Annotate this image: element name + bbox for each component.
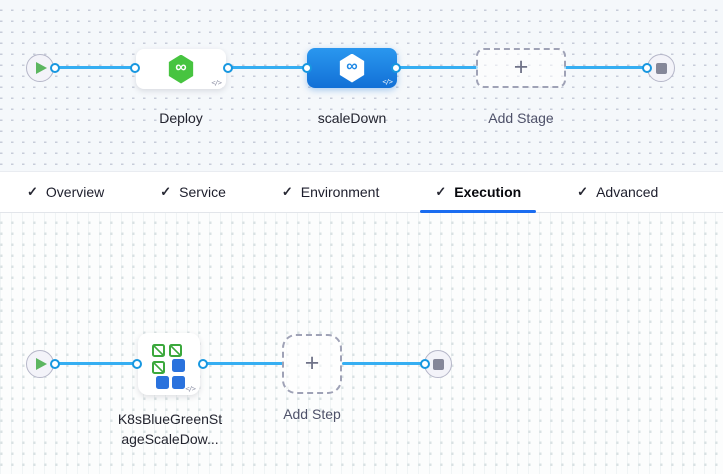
tab-execution[interactable]: ✓ Execution [420, 172, 537, 213]
plus-icon: + [513, 52, 529, 81]
step-label-line1: K8sBlueGreenSt [117, 411, 223, 427]
step-card-k8s-bluegreen-scaledown[interactable]: </> [138, 333, 200, 395]
k8s-old-pod-icon [152, 344, 165, 357]
k8s-new-pod-icon [172, 359, 185, 372]
stage-card-scaledown[interactable]: ∞ </> [307, 48, 397, 88]
execution-graph-canvas[interactable]: </> K8sBlueGreenSt ageScaleDow... + Add … [0, 213, 723, 474]
check-icon: ✓ [435, 184, 447, 199]
connector-port[interactable] [130, 63, 140, 73]
edge-addstep-to-end [342, 362, 425, 365]
stage-label-deploy: Deploy [159, 110, 203, 126]
tab-label: Execution [454, 184, 522, 200]
tab-label: Environment [300, 184, 380, 200]
check-icon: ✓ [27, 184, 38, 199]
infinity-glyph: ∞ [346, 58, 358, 75]
stop-icon [655, 62, 667, 74]
connector-port[interactable] [132, 359, 142, 369]
connector-port[interactable] [420, 359, 430, 369]
check-icon: ✓ [281, 184, 293, 199]
code-icon: </> [185, 385, 196, 393]
code-icon: </> [211, 79, 222, 87]
edge-deploy-to-scaledown [228, 66, 307, 69]
connector-port[interactable] [223, 63, 233, 73]
connector-port[interactable] [391, 63, 401, 73]
stage-graph-canvas[interactable]: ∞ </> Deploy ∞ </> scaleDown + Add Stage [0, 0, 723, 171]
tab-environment[interactable]: ✓ Environment [267, 172, 395, 212]
tab-label: Overview [45, 184, 105, 200]
edge-addstage-to-end [564, 66, 647, 69]
check-icon: ✓ [577, 184, 589, 199]
connector-port[interactable] [198, 359, 208, 369]
k8s-old-pod-icon [169, 344, 182, 357]
k8s-old-pod-icon [152, 361, 165, 374]
play-icon [36, 62, 47, 74]
step-label-k8s-bluegreen-scaledown: K8sBlueGreenSt ageScaleDow... [111, 409, 229, 449]
stage-card-deploy[interactable]: ∞ </> [136, 49, 226, 89]
edge-start-to-deploy [55, 66, 135, 69]
k8s-new-pod-icon [172, 376, 185, 389]
k8s-new-pod-icon [156, 376, 169, 389]
add-stage-label: Add Stage [488, 110, 554, 126]
tab-overview[interactable]: ✓ Overview [12, 172, 119, 212]
stage-label-scaledown: scaleDown [317, 110, 387, 126]
code-icon: </> [382, 78, 393, 86]
tab-advanced[interactable]: ✓ Advanced [562, 172, 673, 212]
connector-port[interactable] [50, 359, 60, 369]
add-step-label: Add Step [283, 406, 341, 422]
connector-port[interactable] [302, 63, 312, 73]
tab-label: Service [179, 184, 226, 200]
stage-config-tabs: ✓ Overview ✓ Service ✓ Environment ✓ Exe… [0, 171, 723, 213]
connector-port[interactable] [642, 63, 652, 73]
check-icon: ✓ [160, 184, 172, 199]
stop-icon [432, 358, 444, 370]
connector-port[interactable] [50, 63, 60, 73]
edge-scaledown-to-addstage [396, 66, 478, 69]
tab-label: Advanced [596, 184, 659, 200]
execution-start-node [26, 350, 54, 378]
cd-stage-icon: ∞ [168, 54, 194, 84]
active-tab-underline [420, 210, 537, 213]
edge-start-to-step [55, 362, 137, 365]
edge-step-to-addstep [203, 362, 283, 365]
add-stage-button[interactable]: + [476, 48, 566, 88]
plus-icon: + [304, 348, 320, 377]
play-icon [36, 358, 47, 370]
cd-stage-icon-selected: ∞ [339, 53, 365, 83]
tab-service[interactable]: ✓ Service [145, 172, 241, 212]
add-step-button[interactable]: + [282, 334, 342, 394]
infinity-glyph: ∞ [175, 59, 187, 76]
stage-start-node [26, 54, 54, 82]
step-label-line2: ageScaleDow... [121, 431, 219, 447]
